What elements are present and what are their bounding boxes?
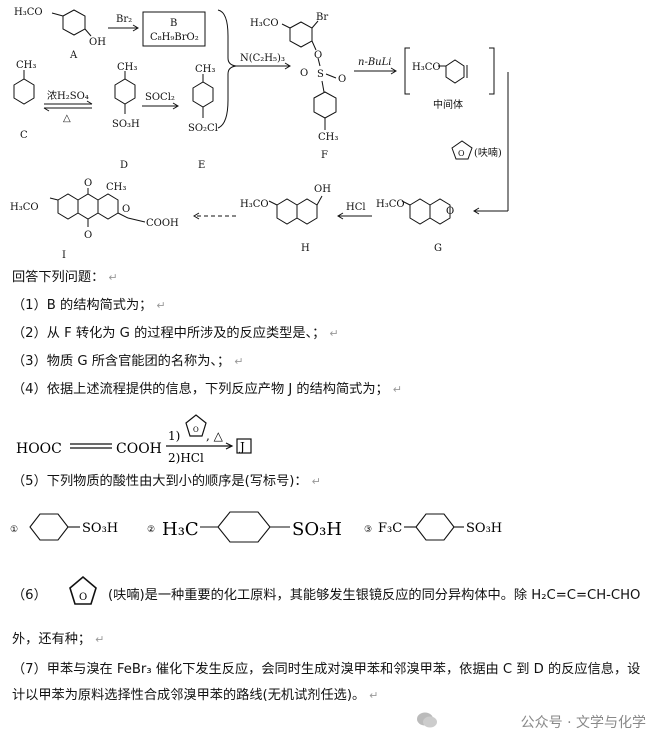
- e-so2cl: SO₂Cl: [188, 123, 218, 134]
- a-oh: OH: [89, 37, 106, 48]
- ring-d: [114, 78, 136, 105]
- q5-ring-1: [29, 513, 69, 541]
- ring-g-right: [429, 198, 451, 225]
- b-box: [142, 11, 206, 47]
- g-h3co: H₃CO: [376, 199, 405, 210]
- f-o: O: [314, 50, 322, 61]
- reagent-hcl: HCl: [346, 202, 366, 213]
- product-j: J: [238, 440, 245, 454]
- q4-cond1b: , △: [206, 429, 224, 443]
- q4-furan-icon: [185, 414, 207, 437]
- reagent-socl2: SOCl₂: [145, 92, 175, 103]
- question-5: （5）下列物质的酸性由大到小的顺序是(写标号)：↵: [12, 474, 321, 489]
- product-j-box: [236, 438, 252, 454]
- ring-c: [13, 78, 35, 105]
- c-ch3: CH₃: [16, 60, 36, 71]
- ring-h-right: [296, 198, 318, 225]
- f-h3co: H₃CO: [250, 18, 279, 29]
- ring-e: [192, 81, 214, 108]
- q4-equation: HOOC COOH 1) , △ 2)HCl J O: [16, 414, 252, 465]
- q5-so3h-3: SO₃H: [466, 521, 502, 536]
- a-h3co: H₃CO: [14, 7, 43, 18]
- q5-num-1: ①: [10, 525, 18, 535]
- label-h: H: [301, 243, 310, 254]
- label-g: G: [434, 243, 442, 254]
- question-6-prefix: （6）: [12, 588, 47, 603]
- label-i: I: [62, 250, 66, 261]
- q4-cooh: COOH: [116, 441, 162, 457]
- label-f: F: [321, 150, 328, 161]
- q5-num-3: ③: [364, 525, 372, 535]
- reagent-br2: Br₂: [116, 14, 132, 25]
- intermediate-label: 中间体: [433, 98, 463, 111]
- furan-small: [451, 140, 473, 160]
- i-o-top: O: [84, 178, 92, 189]
- reagent-nbuli: n-BuLi: [358, 57, 391, 68]
- q5-ring-3: [415, 513, 455, 541]
- f-s: S: [317, 69, 324, 80]
- int-h3co: H₃CO: [412, 62, 441, 73]
- d-ch3: CH₃: [117, 62, 137, 73]
- question-1: （1）B 的结构简式为；↵: [12, 298, 166, 313]
- q5-structures: ① SO₃H ② H₃C SO₃H ③ F₃C SO₃H: [10, 511, 502, 543]
- reagent-delta: △: [63, 113, 71, 124]
- e-ch3: CH₃: [195, 64, 215, 75]
- q5-h3c: H₃C: [162, 519, 199, 540]
- ring-i-a: [57, 193, 79, 220]
- f-o-right: O: [338, 74, 346, 85]
- q4-furan-o: O: [193, 426, 199, 434]
- reagent-furan: (呋喃): [474, 146, 502, 159]
- label-a: A: [69, 50, 78, 61]
- f-br: Br: [316, 12, 328, 23]
- i-ch3: CH₃: [106, 182, 126, 193]
- f-o-left: O: [300, 68, 308, 79]
- q5-so3h-1: SO₃H: [82, 521, 118, 536]
- ring-i-b: [77, 193, 99, 220]
- furan-o: O: [458, 149, 465, 158]
- ring-g-left: [409, 198, 431, 225]
- synthesis-scheme: H₃CO OH A Br₂ B C₈H₉BrO₂ CH₃ C 浓H₂SO₄ △ …: [10, 7, 509, 261]
- question-7-line2: 计以甲苯为原料选择性合成邻溴甲苯的路线(无机试剂任选)。↵: [12, 688, 379, 703]
- ring-a: [62, 9, 86, 36]
- question-3: （3）物质 G 所含官能团的名称为、；↵: [12, 354, 244, 369]
- question-7-line1: （7）甲苯与溴在 FeBr₃ 催化下发生反应，会同时生成对溴甲苯和邻溴甲苯，依据…: [12, 662, 641, 677]
- watermark: 公众号 · 文学与化学: [520, 715, 646, 731]
- g-o: O: [446, 206, 454, 217]
- question-4: （4）依据上述流程提供的信息，下列反应产物 J 的结构简式为；↵: [12, 382, 402, 397]
- i-o-bottom: O: [84, 230, 92, 241]
- b-formula: C₈H₉BrO₂: [150, 32, 199, 43]
- reagent-net3: N(C₂H₅)₃: [240, 53, 285, 64]
- ring-i-c: [97, 193, 119, 220]
- ring-benzyne: [445, 59, 465, 84]
- label-d: D: [120, 160, 128, 171]
- i-o-ring: O: [122, 204, 130, 215]
- label-c: C: [20, 130, 28, 141]
- d-so3h: SO₃H: [112, 119, 140, 130]
- q5-ring-2: [217, 511, 271, 543]
- b-label: B: [170, 18, 177, 29]
- reagent-conc-h2so4: 浓H₂SO₄: [47, 90, 89, 102]
- i-h3co: H₃CO: [10, 202, 39, 213]
- wechat-icon: [417, 712, 437, 728]
- label-e: E: [198, 160, 205, 171]
- question-6-cont: 外，还有种；↵: [12, 632, 105, 647]
- q5-num-2: ②: [147, 525, 155, 535]
- q4-cond1: 1): [168, 429, 180, 443]
- h-h3co: H₃CO: [240, 199, 269, 210]
- q4-cond2: 2)HCl: [168, 451, 204, 465]
- q5-so3h-2: SO₃H: [292, 519, 342, 540]
- question-6: (呋喃)是一种重要的化工原料，其能够发生银镜反应的同分异构体中。除 H₂C=C=…: [108, 588, 641, 603]
- ring-f-top: [289, 21, 313, 48]
- ring-f-bottom: [313, 91, 337, 119]
- q6-furan-icon: O: [69, 575, 97, 605]
- f-ch3: CH₃: [318, 132, 338, 143]
- svg-text:O: O: [79, 592, 87, 603]
- h-oh: OH: [314, 184, 331, 195]
- q4-hooc: HOOC: [16, 441, 62, 457]
- ring-h-left: [276, 198, 298, 225]
- q5-f3c: F₃C: [378, 521, 402, 536]
- questions-intro: 回答下列问题：↵: [12, 270, 118, 285]
- question-2: （2）从 F 转化为 G 的过程中所涉及的反应类型是、；↵: [12, 326, 339, 341]
- i-cooh: COOH: [146, 218, 179, 229]
